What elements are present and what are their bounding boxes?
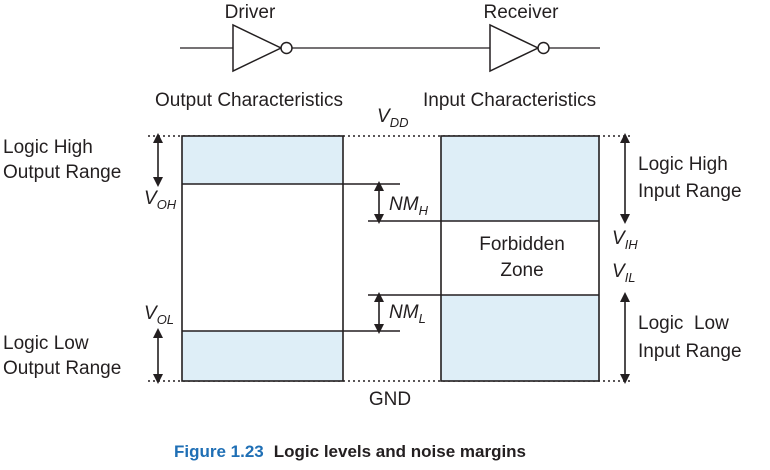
gnd-label: GND xyxy=(369,389,411,410)
receiver-inversion-bubble xyxy=(537,41,550,55)
output-characteristics-box xyxy=(181,135,400,382)
receiver-buffer-triangle xyxy=(489,23,540,73)
input-characteristics-heading: Input Characteristics xyxy=(423,90,596,111)
nmh-label: NMH xyxy=(389,194,429,218)
output-high-band xyxy=(182,136,343,184)
gate-chain: Driver Receiver xyxy=(180,2,600,73)
forbidden-zone-label-line1: Forbidden xyxy=(479,234,565,255)
vih-label: VIH xyxy=(612,228,638,252)
forbidden-zone-label-line2: Zone xyxy=(500,260,543,281)
input-high-band xyxy=(441,136,599,221)
logic-high-input-label-line1: Logic High xyxy=(638,154,728,175)
logic-high-input-label-line2: Input Range xyxy=(638,181,742,202)
driver-inversion-bubble xyxy=(280,41,293,55)
output-low-band xyxy=(182,331,343,381)
logic-low-output-label-line2: Output Range xyxy=(3,358,121,379)
logic-low-input-label-line1: Logic Low xyxy=(638,313,729,334)
logic-high-output-label-line1: Logic High xyxy=(3,137,93,158)
output-box-outline xyxy=(181,135,344,382)
voh-label: VOH xyxy=(144,188,177,212)
driver-label: Driver xyxy=(225,2,276,23)
nml-label: NML xyxy=(389,302,426,326)
vdd-label: VDD xyxy=(377,106,408,130)
logic-low-output-label-line1: Logic Low xyxy=(3,333,89,354)
driver-buffer-triangle xyxy=(232,23,283,73)
logic-low-input-label-line2: Input Range xyxy=(638,341,742,362)
vol-label: VOL xyxy=(144,303,174,327)
input-box-outline xyxy=(440,135,600,382)
output-characteristics-heading: Output Characteristics xyxy=(155,90,343,111)
input-characteristics-box: Forbidden Zone xyxy=(368,135,600,382)
receiver-label: Receiver xyxy=(484,2,560,23)
logic-high-output-label-line2: Output Range xyxy=(3,162,121,183)
vil-label: VIL xyxy=(612,261,636,285)
input-low-band xyxy=(441,295,599,381)
